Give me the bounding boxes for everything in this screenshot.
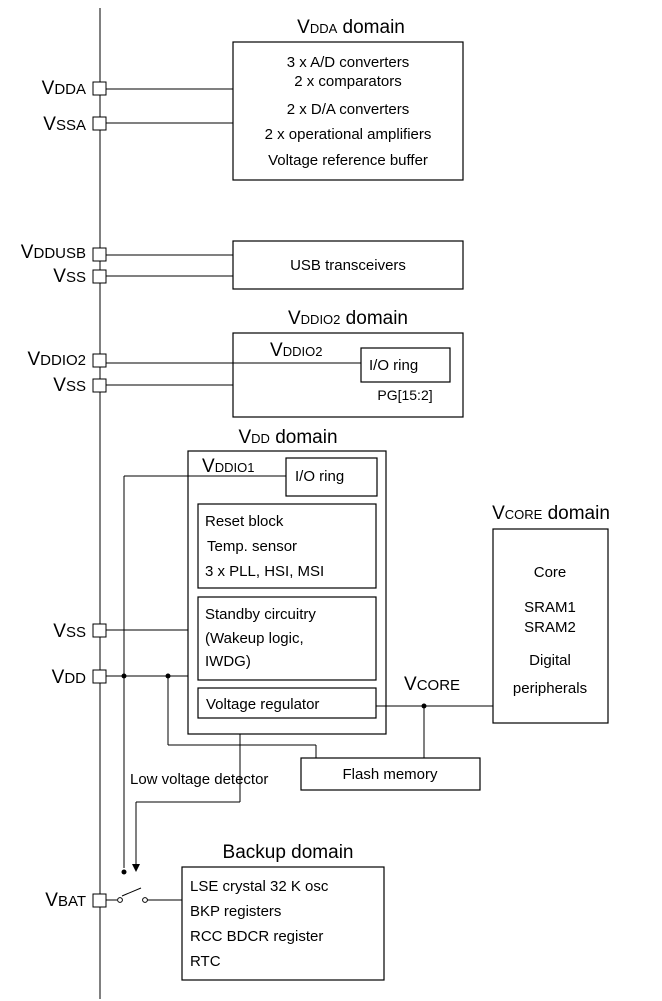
- vdd-domain-title: VDD domain: [238, 427, 337, 448]
- pin-vssa: [92, 116, 107, 131]
- pin-vdda: [92, 81, 107, 96]
- vddio2-io-ring-label: I/O ring: [369, 357, 418, 374]
- vcore-item: Core: [534, 564, 567, 581]
- reset-item: Temp. sensor: [207, 538, 297, 555]
- pin-label-vss-core: VSS: [53, 621, 86, 642]
- pin-vss-usb: [92, 269, 107, 284]
- vddio2-pins-label: PG[15:2]: [377, 387, 432, 403]
- pin-label-vbat: VBAT: [45, 890, 86, 911]
- vcore-net-label: VCORE: [404, 674, 460, 695]
- pin-label-vdd: VDD: [52, 667, 87, 688]
- standby-item: (Wakeup logic,: [205, 630, 304, 647]
- vdda-item: 2 x comparators: [294, 73, 402, 90]
- vdd-io-ring-box: [285, 457, 378, 497]
- vdd-domain-box: [187, 450, 387, 735]
- vdda-item: 3 x A/D converters: [287, 54, 410, 71]
- pin-vddusb: [92, 247, 107, 262]
- backup-item: BKP registers: [190, 903, 281, 920]
- standby-item: IWDG): [205, 653, 251, 670]
- usb-transceivers-label: USB transceivers: [290, 257, 406, 274]
- low-voltage-detector-label: Low voltage detector: [130, 771, 268, 788]
- standby-circuitry-box: [197, 596, 377, 681]
- usb-transceivers-box: [232, 240, 464, 290]
- backup-domain-box: [181, 866, 385, 981]
- vcore-item: Digital: [529, 652, 571, 669]
- voltage-regulator-box: [197, 687, 377, 719]
- vdd-io-ring-label: I/O ring: [295, 468, 344, 485]
- vcore-domain-title: VCORE domain: [492, 503, 610, 524]
- pin-label-vddusb: VDDUSB: [21, 242, 86, 263]
- vdda-domain-title: VDDA domain: [297, 17, 405, 38]
- reset-item: 3 x PLL, HSI, MSI: [205, 563, 324, 580]
- vddio2-io-ring-box: [360, 347, 451, 383]
- vdda-item: 2 x operational amplifiers: [265, 126, 432, 143]
- pin-label-vss-io2: VSS: [53, 375, 86, 396]
- reset-block-box: [197, 503, 377, 589]
- pin-vss-io2: [92, 378, 107, 393]
- backup-item: RCC BDCR register: [190, 928, 323, 945]
- pin-vdd: [92, 669, 107, 684]
- pin-label-vddio2: VDDIO2: [27, 349, 86, 370]
- vdda-item: Voltage reference buffer: [268, 152, 428, 169]
- power-switch-icon: [106, 869, 182, 903]
- vcore-item: peripherals: [513, 680, 587, 697]
- arrow-down-icon: [132, 864, 140, 872]
- reset-item: Reset block: [205, 513, 284, 530]
- flash-memory-box: [300, 757, 481, 791]
- vdda-domain-box: [232, 41, 464, 181]
- backup-item: RTC: [190, 953, 221, 970]
- vddio2-domain-title: VDDIO2 domain: [288, 308, 408, 329]
- vcore-domain-box: [492, 528, 609, 724]
- vcore-item: SRAM2: [524, 619, 576, 636]
- vdd-inner-label: VDDIO1: [202, 456, 254, 477]
- vddio2-inner-label: VDDIO2: [270, 340, 322, 361]
- pin-vbat: [92, 893, 107, 908]
- junction-dot: [121, 673, 127, 679]
- pin-vss-core: [92, 623, 107, 638]
- flash-memory-label: Flash memory: [342, 766, 438, 783]
- backup-domain-title: Backup domain: [223, 842, 354, 863]
- voltage-regulator-label: Voltage regulator: [206, 696, 319, 713]
- vdda-item: 2 x D/A converters: [287, 101, 410, 118]
- pin-label-vdda: VDDA: [42, 78, 86, 99]
- vcore-item: SRAM1: [524, 599, 576, 616]
- backup-item: LSE crystal 32 K osc: [190, 878, 329, 895]
- pin-label-vssa: VSSA: [43, 114, 86, 135]
- pin-label-vss-usb: VSS: [53, 266, 86, 287]
- pin-vddio2: [92, 353, 107, 368]
- standby-item: Standby circuitry: [205, 606, 316, 623]
